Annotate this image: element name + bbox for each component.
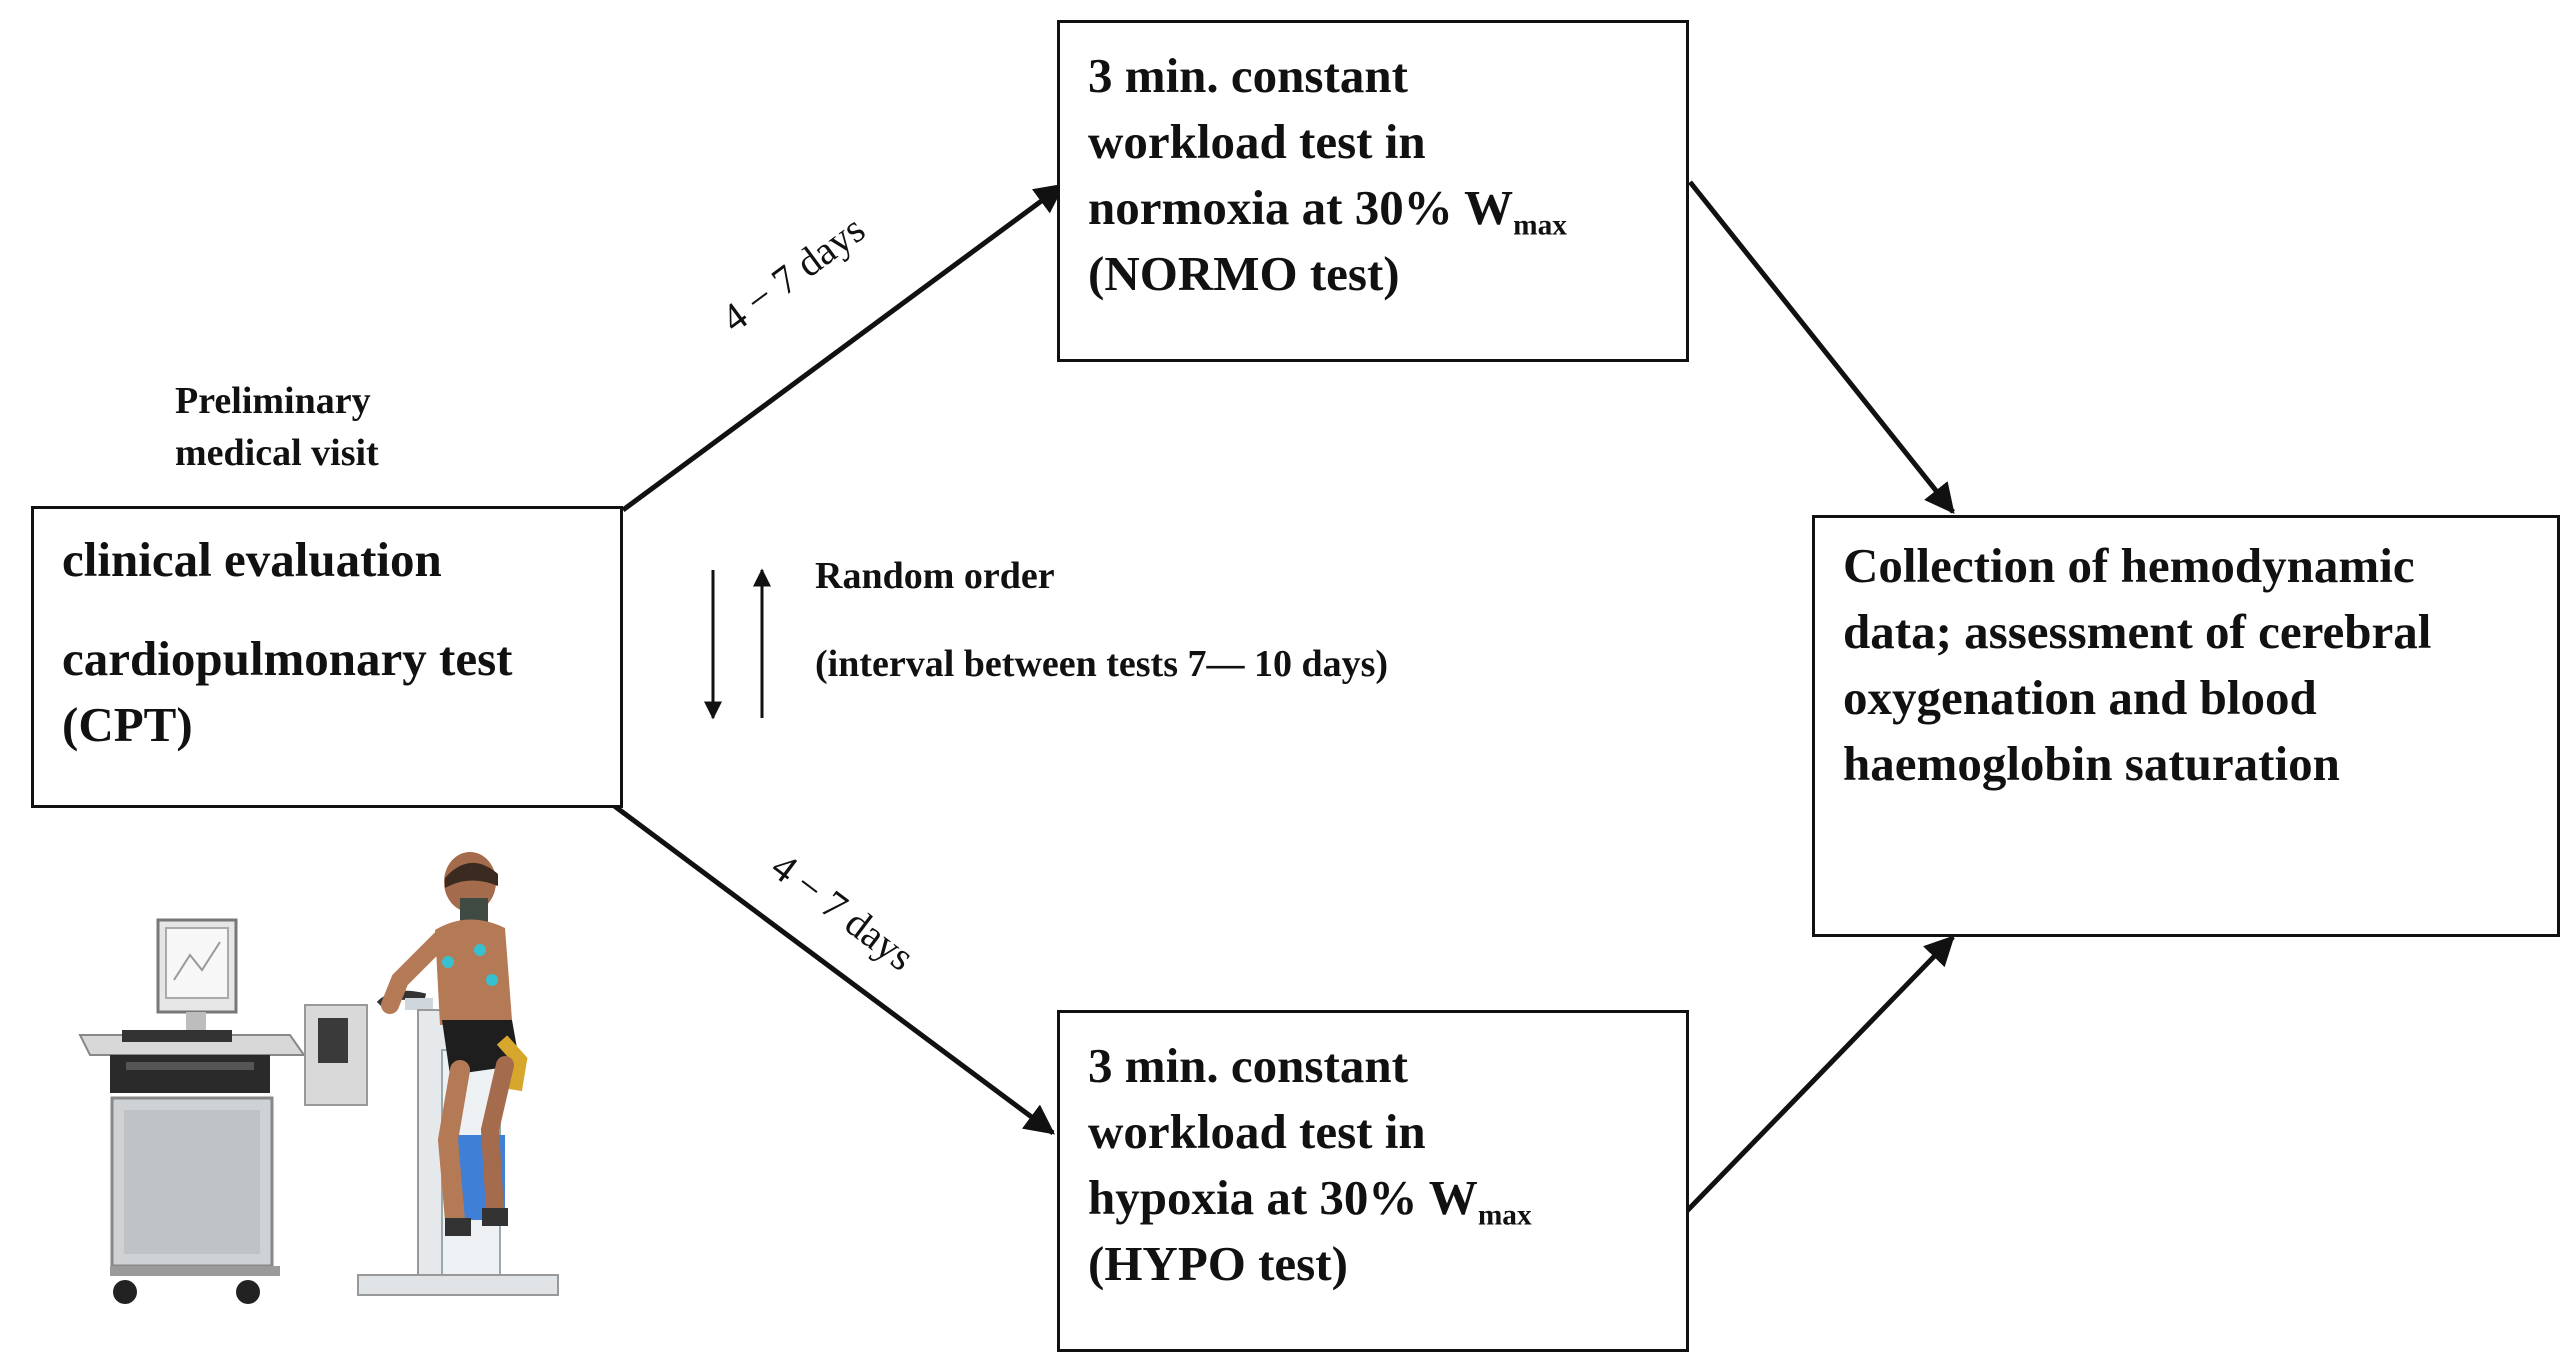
hypo-line3-text: hypoxia at 30% W — [1088, 1170, 1478, 1225]
result-line1: Collection of hemodynamic — [1843, 538, 2415, 593]
cpt-box: clinical evaluation cardiopulmonary test… — [31, 506, 623, 808]
arrow-normo-to-result — [1688, 180, 1955, 514]
random-order-detail: (interval between tests 7— 10 days) — [815, 643, 1389, 685]
hypo-line1: 3 min. constant — [1088, 1038, 1408, 1093]
hypo-wmax-subscript: max — [1477, 1199, 1532, 1232]
normo-line4: (NORMO test) — [1088, 246, 1400, 301]
arrow-hypo-to-result — [1683, 935, 1955, 1215]
cyclist-figure — [381, 852, 528, 1236]
normo-wmax-subscript: max — [1513, 209, 1567, 242]
cpet-station-illustration — [78, 852, 559, 1304]
hypo-line2: workload test in — [1088, 1104, 1426, 1159]
preliminary-visit-label: Preliminary medical visit — [175, 375, 379, 479]
normo-test-box: 3 min. constant workload test in normoxi… — [1057, 20, 1689, 362]
metabolic-cart — [78, 918, 368, 1304]
result-line2: data; assessment of cerebral — [1843, 604, 2432, 659]
arrow-cpt-to-hypo — [611, 802, 1056, 1136]
arrow-cpt-to-normo — [621, 182, 1066, 513]
hypo-test-box: 3 min. constant workload test in hypoxia… — [1057, 1010, 1689, 1352]
hypo-line3: hypoxia at 30% Wmax — [1088, 1165, 1532, 1231]
random-order-title: Random order — [815, 555, 1055, 597]
cpt-abbreviation: (CPT) — [62, 697, 193, 752]
result-line4: haemoglobin saturation — [1843, 736, 2340, 791]
normo-line3: normoxia at 30% Wmax — [1088, 175, 1567, 241]
preliminary-label-line2: medical visit — [175, 432, 379, 474]
result-line3: oxygenation and blood — [1843, 670, 2317, 725]
cpt-cardiopulmonary-test: cardiopulmonary test — [62, 631, 513, 686]
normo-line3-text: normoxia at 30% W — [1088, 180, 1514, 235]
normo-line2: workload test in — [1088, 114, 1426, 169]
preliminary-label-line1: Preliminary — [175, 380, 371, 422]
hypo-line4: (HYPO test) — [1088, 1236, 1348, 1291]
normo-line1: 3 min. constant — [1088, 48, 1408, 103]
result-box: Collection of hemodynamic data; assessme… — [1812, 515, 2560, 937]
cpt-clinical-evaluation: clinical evaluation — [62, 532, 442, 587]
